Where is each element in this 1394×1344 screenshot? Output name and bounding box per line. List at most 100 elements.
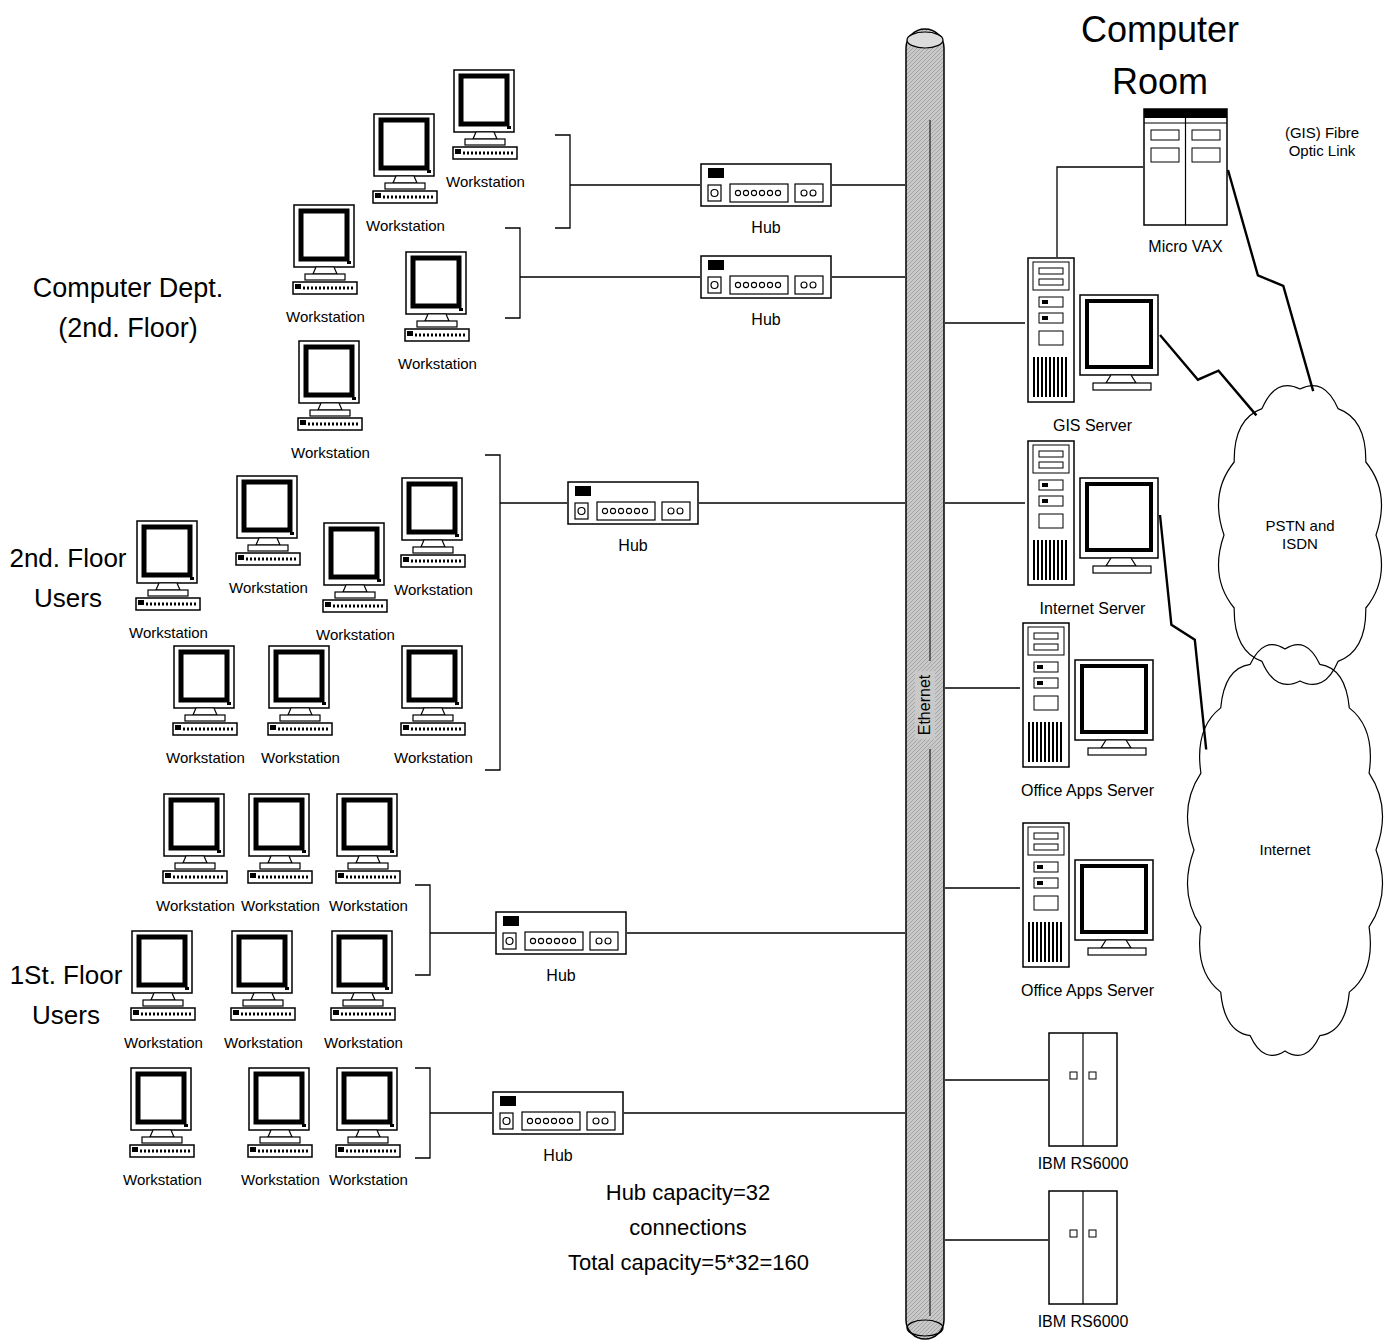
workstation-icon — [173, 646, 237, 735]
group-bracket — [555, 135, 570, 228]
lightning-link — [1160, 515, 1206, 750]
device-shape — [1144, 109, 1227, 225]
workstation-label: Workstation — [241, 897, 320, 915]
workstation-icon — [323, 523, 387, 612]
area-label: 2nd. Floor Users — [3, 538, 133, 618]
network-cable — [699, 502, 905, 503]
device-shape — [1028, 258, 1158, 402]
network-cable — [624, 1112, 905, 1113]
link-note: (GIS) Fibre Optic Link — [1272, 124, 1372, 160]
workstation-label: Workstation — [316, 626, 395, 644]
device-shape — [493, 1092, 623, 1134]
server-machine: Office Apps Server — [1020, 822, 1155, 970]
tube-bottom — [907, 1320, 943, 1336]
node-label: Office Apps Server — [1021, 982, 1154, 1000]
bracket-stem — [430, 1112, 492, 1113]
hub-device: Hub — [700, 163, 832, 207]
node-label: IBM RS6000 — [1038, 1313, 1129, 1331]
bracket-stem — [430, 932, 495, 933]
device-drawing — [1025, 440, 1160, 588]
area-label: Computer Dept.(2nd. Floor) — [3, 268, 253, 348]
device-shape — [1049, 1033, 1117, 1146]
workstation-icon — [236, 476, 300, 565]
workstation-label: Workstation — [129, 624, 208, 642]
bracket-stem — [500, 502, 567, 503]
network-cable — [627, 932, 905, 933]
workstation-label: Workstation — [394, 749, 473, 767]
workstation-icon — [130, 1068, 194, 1157]
workstation-icon — [336, 794, 400, 883]
hub-device: Hub — [567, 481, 699, 525]
rs6000-cabinet: IBM RS6000 — [1048, 1032, 1118, 1147]
device-drawing — [1048, 1190, 1118, 1305]
network-cable — [945, 687, 1020, 688]
workstation-label: Workstation — [324, 1034, 403, 1052]
capacity-note: Hub capacity=32 connections — [588, 1175, 788, 1245]
network-cloud: PSTN and ISDN — [1215, 380, 1385, 690]
workstation-label: Workstation — [366, 217, 445, 235]
workstation-icon — [373, 114, 437, 203]
device-drawing — [567, 481, 699, 525]
workstation-icon — [331, 931, 395, 1020]
group-bracket — [415, 885, 430, 975]
workstation-icon — [248, 1068, 312, 1157]
server-machine: Internet Server — [1025, 440, 1160, 588]
device-shape — [568, 482, 698, 524]
hub-device: Hub — [495, 911, 627, 955]
device-drawing — [700, 255, 832, 299]
device-shape — [1028, 441, 1158, 585]
capacity-note: Total capacity=5*32=160 — [568, 1250, 809, 1276]
ethernet-bus: Ethernet — [905, 28, 945, 1340]
workstation-label: Workstation — [398, 355, 477, 373]
workstation-label: Workstation — [229, 579, 308, 597]
workstation-label: Workstation — [286, 308, 365, 326]
network-cloud: Internet — [1185, 640, 1385, 1060]
node-label: Hub — [751, 311, 780, 329]
network-cable — [832, 184, 905, 185]
room-heading: Computer Room — [1050, 4, 1270, 108]
bracket-stem — [570, 184, 700, 185]
node-label: Ethernet — [915, 671, 935, 739]
hub-device: Hub — [492, 1091, 624, 1135]
network-cable — [832, 276, 905, 277]
device-drawing — [1025, 257, 1160, 405]
workstation-icon — [453, 70, 517, 159]
hub-device: Hub — [700, 255, 832, 299]
workstation-label: Workstation — [124, 1034, 203, 1052]
workstation-label: Workstation — [156, 897, 235, 915]
node-label: Hub — [546, 967, 575, 985]
bracket-stem — [520, 276, 700, 277]
workstation-icon — [268, 646, 332, 735]
network-cable — [945, 887, 1020, 888]
workstation-icon — [231, 931, 295, 1020]
workstation-icon — [163, 794, 227, 883]
workstation-icon — [336, 1068, 400, 1157]
workstation-label: Workstation — [224, 1034, 303, 1052]
node-label: Hub — [543, 1147, 572, 1165]
workstation-label: Workstation — [241, 1171, 320, 1189]
workstation-label: Workstation — [446, 173, 525, 191]
network-cable — [945, 322, 1025, 323]
device-shape — [1023, 623, 1153, 767]
node-label: PSTN and ISDN — [1258, 517, 1343, 553]
device-drawing — [1020, 822, 1155, 970]
node-label: Internet Server — [1040, 600, 1146, 618]
tube-body — [906, 29, 944, 1339]
workstation-icon — [293, 205, 357, 294]
node-label: Micro VAX — [1148, 238, 1222, 256]
device-drawing — [1143, 108, 1228, 226]
lightning-link — [1228, 170, 1313, 391]
lightning-link — [1160, 335, 1256, 415]
workstation-label: Workstation — [394, 581, 473, 599]
bus-core-line — [930, 120, 931, 661]
group-bracket — [485, 455, 500, 770]
group-bracket — [415, 1068, 430, 1158]
node-label: Internet — [1260, 841, 1311, 859]
area-label: 1St. Floor Users — [1, 955, 131, 1035]
workstation-label: Workstation — [329, 897, 408, 915]
device-shape — [1023, 823, 1153, 967]
network-cable — [945, 1079, 1048, 1080]
cloud-outline — [1218, 386, 1381, 685]
network-cable — [945, 502, 1025, 503]
